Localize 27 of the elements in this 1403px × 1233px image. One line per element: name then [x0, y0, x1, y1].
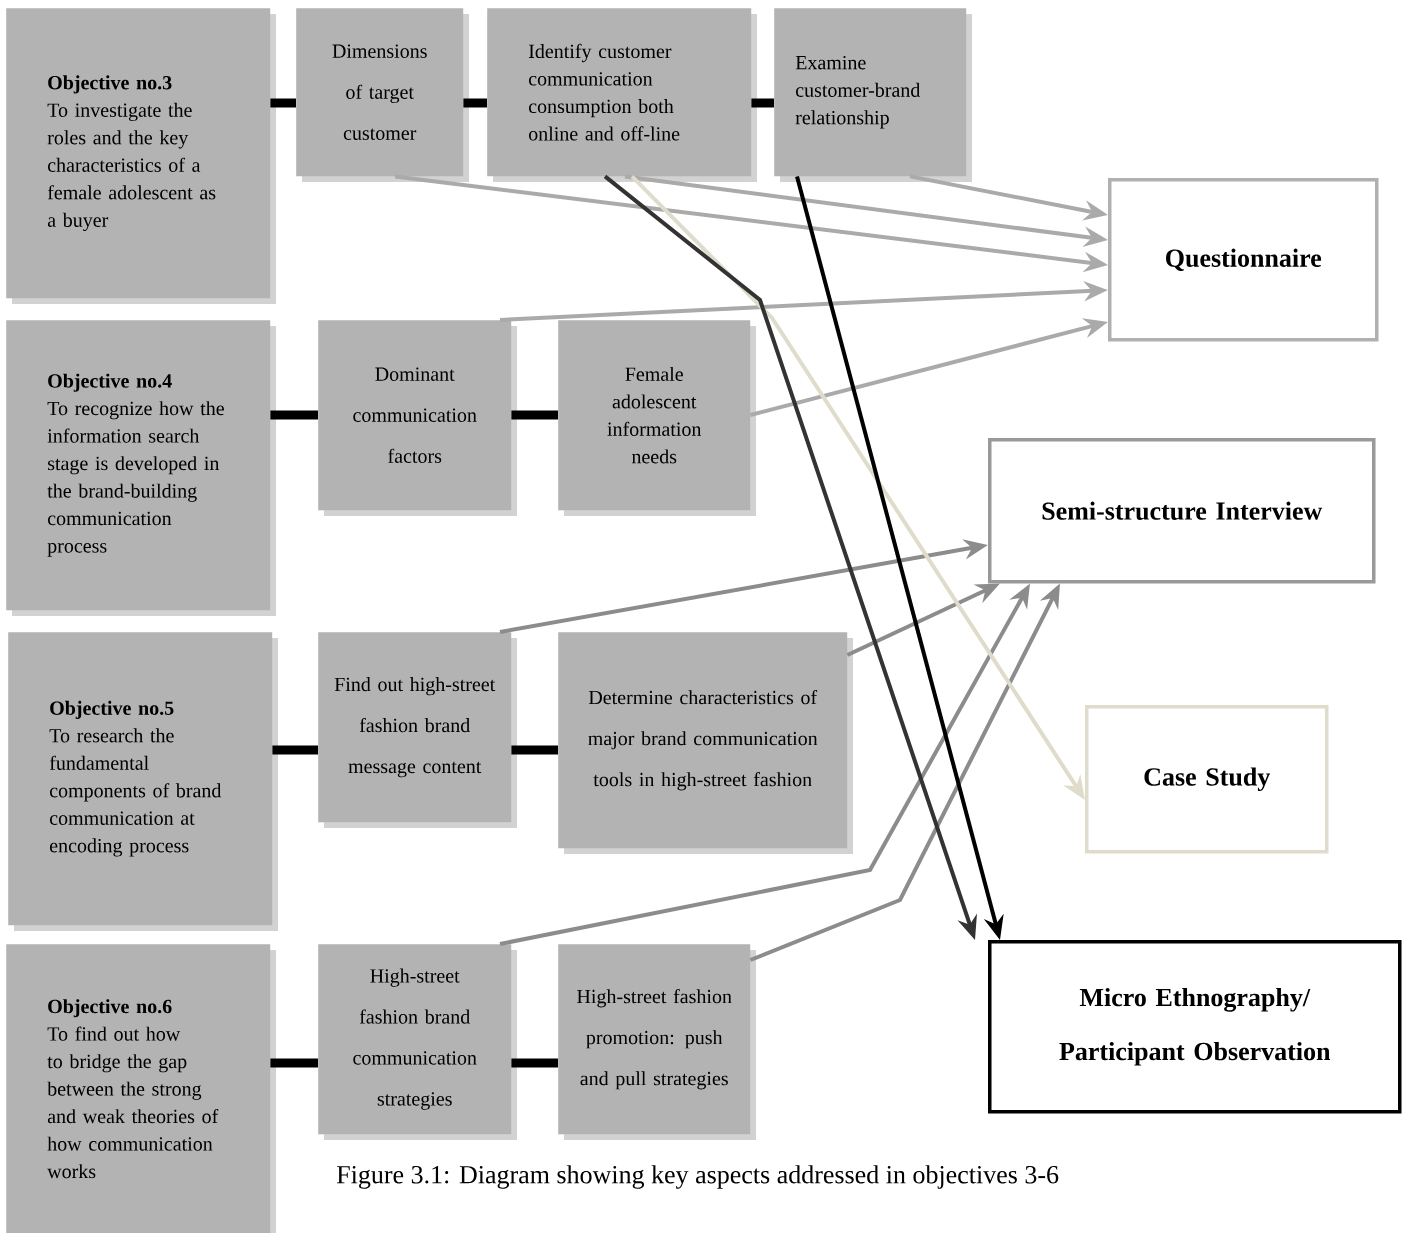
connector-line: [272, 745, 318, 755]
objective-box: Objective no.6 To find out how to bridge the gap between the strong and weak theories of how communication works: [6, 944, 276, 1233]
process-box: Dimensions of target customer: [296, 8, 469, 182]
objective-box: Objective no.3 To investigate the roles and the key characteristics of a female adolescent as a buyer: [6, 8, 276, 304]
objective-box: Objective no.4 To recognize how the information search stage is developed in the brand-building communication process: [6, 320, 276, 616]
method-box: Case Study: [1085, 705, 1329, 854]
connector-line: [511, 1058, 558, 1068]
process-box: Determine characteristics of major brand communication tools in high-street fashion: [558, 632, 853, 854]
process-box: Find out high-street fashion brand message content: [318, 632, 517, 828]
connector-line: [511, 410, 558, 420]
process-box: Dominant communication factors: [318, 320, 517, 516]
process-box: Female adolescent information needs: [558, 320, 756, 516]
connector-line: [270, 410, 318, 420]
connector-line: [751, 98, 774, 108]
method-box: Semi-structure Interview: [988, 438, 1376, 584]
connector-line: [511, 745, 558, 755]
process-box: High-street fashion brand communication strategies: [318, 944, 517, 1140]
objective-box: Objective no.5 To research the fundamental components of brand communication at encoding process: [8, 632, 278, 931]
connector-line: [270, 1058, 318, 1068]
caption: Figure 3.1: Diagram showing key aspects addressed in objectives 3-6: [336, 1165, 1059, 1189]
connector-line: [270, 98, 296, 108]
process-box: Identify customer communication consumption both online and off-line: [487, 8, 757, 182]
method-box: Questionnaire: [1108, 178, 1379, 342]
process-box: Examine customer-brand relationship: [774, 8, 972, 182]
method-box: Micro Ethnography/ Participant Observation: [988, 940, 1402, 1114]
process-box: High-street fashion promotion: push and pull strategies: [558, 944, 756, 1140]
connector-line: [463, 98, 487, 108]
